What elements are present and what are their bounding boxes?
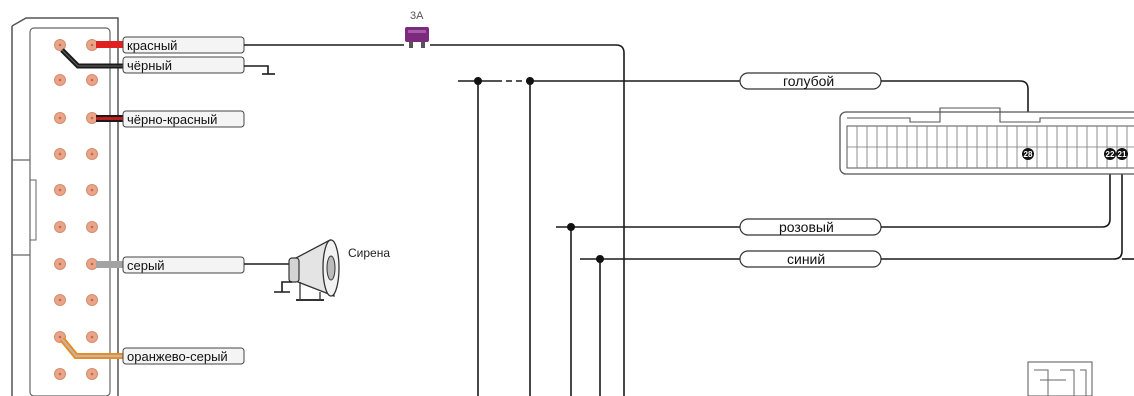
wire-label-black-red-text: чёрно-красный (127, 112, 217, 127)
pill-pink: розовый (739, 218, 882, 236)
pad-row-8 (54, 294, 98, 306)
relay-connector-icon (1027, 361, 1093, 396)
wire-red (96, 41, 124, 48)
connector-pads (54, 39, 98, 380)
vehicle-connector (839, 107, 1134, 175)
bus-lines (458, 80, 740, 396)
wire-label-red-text: красный (127, 38, 177, 53)
wire-orange-grey (59, 337, 124, 359)
svg-text:21: 21 (1118, 150, 1127, 159)
pad-row-3 (54, 112, 98, 124)
wire-label-orange-grey-text: оранжево-серый (127, 349, 228, 364)
power-line (244, 44, 625, 396)
wire-grey (96, 261, 124, 268)
wire-label-red: красный (122, 36, 245, 54)
pin-22: 22 (1104, 148, 1116, 160)
pad-row-7 (54, 258, 98, 270)
fuse-icon (405, 27, 429, 48)
wire-label-orange-grey: оранжево-серый (122, 347, 245, 365)
ground-symbol (244, 65, 275, 75)
siren-icon (274, 238, 340, 301)
wire-label-grey-text: серый (127, 258, 165, 273)
pin-21: 21 (1116, 148, 1128, 160)
pad-row-4 (54, 148, 98, 160)
pad-row-1 (54, 39, 98, 51)
junction-dots (474, 77, 604, 263)
pill-light-blue-text: голубой (783, 73, 834, 89)
pad-row-6 (54, 221, 98, 233)
pad-row-10 (54, 368, 98, 380)
wire-label-black-red: чёрно-красный (122, 110, 245, 128)
pad-row-5 (54, 184, 98, 196)
main-unit-connector (11, 17, 119, 396)
svg-text:22: 22 (1106, 150, 1115, 159)
pill-pink-text: розовый (779, 219, 834, 235)
pad-row-2 (54, 74, 98, 86)
svg-text:28: 28 (1024, 150, 1033, 159)
pill-blue: синий (739, 250, 882, 268)
fuse-rating: 3А (410, 10, 424, 22)
wire-black-red (96, 115, 124, 122)
siren-label: Сирена (348, 246, 390, 260)
pill-light-blue: голубой (739, 72, 882, 90)
wire-label-black-text: чёрный (127, 58, 172, 73)
pin-28: 28 (1022, 148, 1034, 160)
right-wires (881, 80, 1134, 260)
wire-black (60, 48, 124, 69)
wire-label-grey: серый (122, 256, 245, 274)
pill-blue-text: синий (787, 251, 825, 267)
wire-label-black: чёрный (122, 56, 245, 74)
